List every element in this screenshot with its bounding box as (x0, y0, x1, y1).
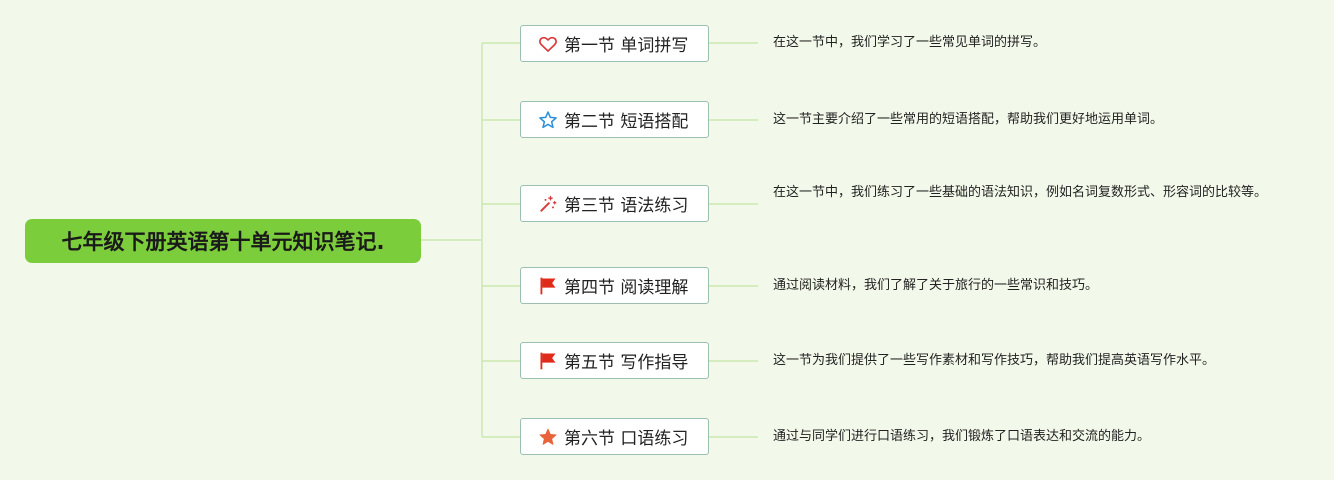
branch-note-6: 通过与同学们进行口语练习，我们锻炼了口语表达和交流的能力。 (773, 429, 1151, 444)
root-topic-title: 七年级下册英语第十单元知识笔记. (61, 230, 385, 254)
branch-note-2: 这一节主要介绍了一些常用的短语搭配，帮助我们更好地运用单词。 (773, 112, 1164, 127)
branch-topic-6[interactable]: 第六节 口语练习 (520, 418, 709, 455)
branch-note-3: 在这一节中，我们练习了一些基础的语法知识，例如名词复数形式、形容词的比较等。 (773, 185, 1268, 200)
star-filled-icon (537, 426, 559, 448)
star-outline-icon (537, 109, 559, 131)
branch-topic-label: 第五节 写作指导 (564, 353, 689, 373)
branch-note-5: 这一节为我们提供了一些写作素材和写作技巧，帮助我们提高英语写作水平。 (773, 353, 1216, 368)
flag-icon (537, 275, 559, 297)
branch-topic-5[interactable]: 第五节 写作指导 (520, 342, 709, 379)
heart-icon (537, 33, 559, 55)
branch-note-1: 在这一节中，我们学习了一些常见单词的拼写。 (773, 35, 1047, 50)
branch-topic-3[interactable]: 第三节 语法练习 (520, 185, 709, 222)
root-topic[interactable]: 七年级下册英语第十单元知识笔记. (25, 219, 421, 263)
branch-topic-label: 第一节 单词拼写 (564, 36, 689, 56)
branch-topic-label: 第二节 短语搭配 (564, 112, 689, 132)
branch-note-4: 通过阅读材料，我们了解了关于旅行的一些常识和技巧。 (773, 278, 1099, 293)
branch-topic-1[interactable]: 第一节 单词拼写 (520, 25, 709, 62)
branch-topic-label: 第三节 语法练习 (564, 196, 689, 216)
branch-topic-label: 第四节 阅读理解 (564, 278, 689, 298)
branch-topic-2[interactable]: 第二节 短语搭配 (520, 101, 709, 138)
branch-topic-4[interactable]: 第四节 阅读理解 (520, 267, 709, 304)
branch-topic-label: 第六节 口语练习 (564, 429, 689, 449)
magic-wand-icon (537, 193, 559, 215)
flag-icon (537, 350, 559, 372)
